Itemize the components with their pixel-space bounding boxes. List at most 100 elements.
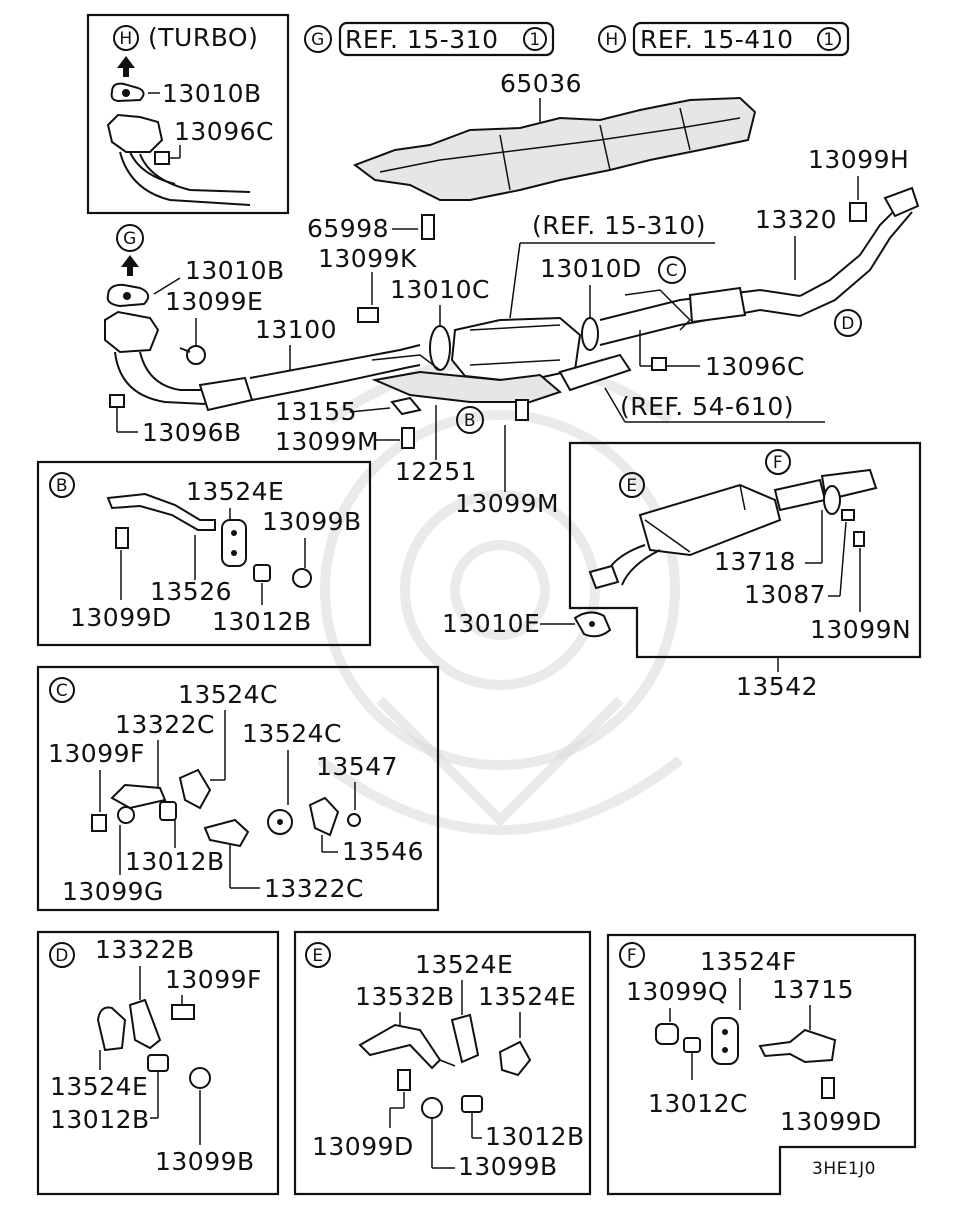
marker-f-muffler: F (773, 453, 783, 473)
bolt-13099B-b (292, 568, 312, 588)
arrow-up-icon (117, 56, 135, 77)
label-13524E-b: 13524E (186, 477, 284, 506)
label-13099G: 13099G (62, 877, 164, 906)
bolt-13099M-right (515, 399, 529, 421)
label-13099F-d: 13099F (165, 965, 262, 994)
label-13012C: 13012C (648, 1089, 748, 1118)
bolt-13099F-c (91, 814, 107, 832)
bolt-13099B-e (421, 1097, 443, 1119)
marker-e-muffler: E (626, 476, 637, 496)
bolt-13099M-left (401, 427, 415, 449)
bushing-13012B-b (253, 564, 271, 582)
label-13010B-turbo: 13010B (162, 79, 262, 108)
label-13096C: 13096C (705, 352, 805, 381)
label-13099N: 13099N (810, 615, 911, 644)
label-13099B-e: 13099B (458, 1152, 558, 1181)
turbo-inset: H (TURBO) 13010B 13096C (86, 13, 290, 215)
label-13547: 13547 (316, 752, 398, 781)
inset-c: C 13524C 13322C 13099F 13524C 13547 1354… (36, 665, 440, 912)
label-13099M-left: 13099M (275, 427, 379, 456)
label-13096B: 13096B (142, 418, 242, 447)
bracket-13322C-top (110, 783, 167, 810)
marker-c: C (56, 681, 68, 701)
arrow-up-icon (121, 255, 139, 276)
label-13099B-b: 13099B (262, 507, 362, 536)
nut-13096B (109, 394, 125, 408)
label-13524E-e-right: 13524E (478, 982, 576, 1011)
marker-h: H (605, 30, 618, 50)
ref-h-num: 1 (823, 30, 834, 50)
label-13096C-turbo: 13096C (174, 117, 274, 146)
label-13099H: 13099H (808, 145, 909, 174)
bracket-13546 (308, 796, 340, 837)
label-13524E-e-top: 13524E (415, 950, 513, 979)
label-13524F: 13524F (700, 947, 797, 976)
bracket-13715 (758, 1028, 837, 1064)
marker-b: B (56, 476, 68, 496)
label-13320: 13320 (755, 205, 837, 234)
muffler-inlet-flange (588, 564, 620, 590)
washer-13547 (347, 813, 361, 827)
label-13524E-d: 13524E (50, 1072, 148, 1101)
label-13099D-f: 13099D (780, 1107, 882, 1136)
label-65036: 65036 (500, 69, 582, 98)
marker-d-main: D (841, 314, 855, 334)
label-13010E: 13010E (442, 609, 540, 638)
rubber-13524E-e-right (498, 1040, 532, 1077)
main-assembly: 65036 G 13010B 13099E 13100 13096B 65998 (104, 69, 920, 518)
label-13012B-c: 13012B (125, 847, 225, 876)
gasket-13010C (429, 325, 451, 371)
rubber-13524E-d (96, 1006, 127, 1052)
bushing-13012B-e (461, 1095, 483, 1113)
front-catalyst (198, 376, 254, 412)
label-13322C-top: 13322C (115, 710, 215, 739)
bushing-13012B-d (147, 1054, 169, 1072)
marker-h-turbo: H (119, 29, 132, 49)
bolt-13099D-f (821, 1077, 835, 1099)
spring-13087 (841, 509, 855, 521)
label-13524C-top: 13524C (178, 680, 278, 709)
rear-bracket (558, 353, 632, 392)
bolt-13099E (186, 345, 206, 365)
label-ref-15-310: (REF. 15-310) (532, 211, 706, 240)
label-13099K: 13099K (318, 244, 417, 273)
tail-flange (883, 186, 920, 218)
label-13099E: 13099E (165, 287, 263, 316)
label-13526: 13526 (150, 577, 232, 606)
marker-e: E (312, 946, 323, 966)
bolt-13099B-d (189, 1067, 211, 1089)
tail-pipe-1 (773, 478, 827, 512)
heat-protector (371, 370, 562, 403)
bushing-13012C (683, 1037, 701, 1053)
label-13099B-d: 13099B (155, 1147, 255, 1176)
label-13012B-e: 13012B (485, 1122, 585, 1151)
label-13718: 13718 (714, 547, 796, 576)
label-13010C: 13010C (390, 275, 490, 304)
turbo-pipe-flange (106, 113, 164, 153)
bracket-13322C-bottom (203, 818, 250, 848)
gasket-13010D (581, 317, 599, 351)
marker-f: F (627, 946, 637, 966)
ref-h-box: H REF. 15-410 1 (598, 21, 850, 57)
label-13532B: 13532B (355, 982, 455, 1011)
bolt-65998 (421, 214, 435, 240)
label-13010D: 13010D (540, 254, 642, 283)
marker-g: G (311, 30, 325, 50)
diagram-code: 3HE1J0 (812, 1159, 876, 1179)
label-13099D-b: 13099D (70, 603, 172, 632)
label-13099F-c: 13099F (48, 739, 145, 768)
label-13100: 13100 (255, 315, 337, 344)
label-13012B-b: 13012B (212, 607, 312, 636)
label-13087: 13087 (744, 580, 826, 609)
rubber-hanger-13524E-b (221, 519, 247, 567)
center-resonator (688, 286, 747, 324)
marker-g-main: G (123, 229, 137, 249)
marker-b-main: B (464, 411, 476, 431)
main-muffler-13542 (638, 483, 782, 557)
turbo-label: (TURBO) (148, 23, 258, 52)
ref-g-num: 1 (529, 30, 540, 50)
label-13546: 13546 (342, 837, 424, 866)
nut-13096C-turbo (154, 151, 170, 165)
gasket-13155 (390, 396, 422, 416)
